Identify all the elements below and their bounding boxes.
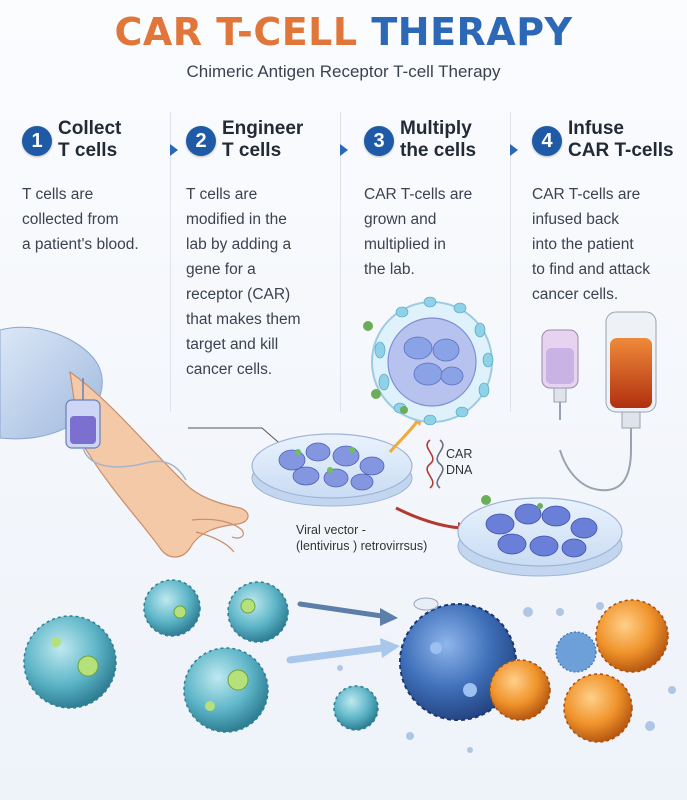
step-divider [170, 112, 171, 412]
attack-arrows [286, 601, 400, 664]
page-subtitle: Chimeric Antigen Receptor T-cell Therapy [186, 62, 501, 81]
petri-dish-engineering [251, 433, 413, 507]
petri-dish-multiplied [457, 495, 623, 577]
dna-helix-icon [426, 439, 444, 489]
page-title: CAR T-CELL THERAPY [0, 10, 687, 54]
patient-arm-illustration [0, 326, 249, 558]
viral-vector-label: Viral vector - (lentivirus ) retrovirrsu… [296, 523, 428, 553]
step-title: Engineer T cells [222, 118, 304, 161]
step-number-badge: 4 [532, 126, 562, 156]
t-cells-illustration [23, 579, 379, 733]
step-arrow-icon [170, 144, 178, 156]
step-arrow-icon [340, 144, 348, 156]
step-infuse: 4 Infuse CAR T-cells CAR T-cells are inf… [532, 118, 687, 307]
step-divider [340, 112, 341, 412]
car-t-cells-illustration [489, 599, 669, 743]
step-divider [510, 112, 511, 412]
step-multiply: 3 Multiply the cells CAR T-cells are gro… [364, 118, 529, 282]
step-number-badge: 2 [186, 126, 216, 156]
car-dna-label: CAR DNA [446, 447, 473, 477]
step-collect: 1 Collect T cells T cells are collected … [22, 118, 187, 257]
step-arrow-icon [510, 144, 518, 156]
step-description: T cells are collected from a patient's b… [22, 186, 139, 253]
step-number-badge: 1 [22, 126, 52, 156]
multiplying-cell-cluster [363, 296, 494, 426]
step-description: T cells are modified in the lab by addin… [186, 186, 301, 378]
step-title: Collect T cells [58, 118, 122, 161]
step-description: CAR T-cells are grown and multiplied in … [364, 186, 473, 278]
step-title: Multiply the cells [400, 118, 477, 161]
title-part-car-t-cell: CAR T-CELL [114, 10, 358, 54]
step-number-badge: 3 [364, 126, 394, 156]
step-engineer: 2 Engineer T cells T cells are modified … [186, 118, 351, 382]
title-part-therapy: THERAPY [371, 10, 573, 54]
infusion-bags-illustration [541, 311, 657, 492]
step-description: CAR T-cells are infused back into the pa… [532, 186, 651, 303]
step-title: Infuse CAR T-cells [568, 118, 674, 161]
